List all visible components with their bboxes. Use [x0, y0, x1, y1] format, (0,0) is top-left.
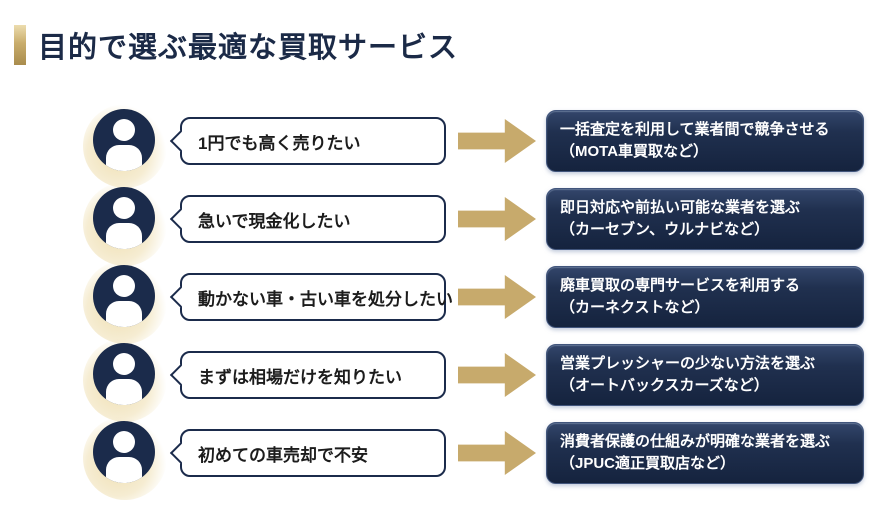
mapping-rows: 1円でも高く売りたい 一括査定を利用して業者間で競争させる （MOTA車買取など…: [83, 104, 864, 500]
solution-box: 消費者保護の仕組みが明確な業者を選ぶ （JPUC適正買取店など）: [546, 422, 864, 484]
need-label: 動かない車・古い車を処分したい: [198, 289, 453, 309]
need-speech-bubble: 初めての車売却で不安: [180, 429, 446, 477]
need-label: まずは相場だけを知りたい: [198, 367, 402, 387]
arrow-right-icon: [458, 197, 536, 241]
mapping-row-3: 動かない車・古い車を処分したい 廃車買取の専門サービスを利用する （カーネクスト…: [83, 260, 864, 344]
user-icon: [93, 421, 155, 483]
need-speech-bubble: 1円でも高く売りたい: [180, 117, 446, 165]
solution-box: 一括査定を利用して業者間で競争させる （MOTA車買取など）: [546, 110, 864, 172]
need-speech-bubble: 動かない車・古い車を処分したい: [180, 273, 453, 321]
avatar: [83, 338, 167, 422]
solution-box: 廃車買取の専門サービスを利用する （カーネクストなど）: [546, 266, 864, 328]
arrow-right-icon: [458, 275, 536, 319]
solution-box: 営業プレッシャーの少ない方法を選ぶ （オートバックスカーズなど）: [546, 344, 864, 406]
need-label: 1円でも高く売りたい: [198, 133, 361, 153]
solution-box: 即日対応や前払い可能な業者を選ぶ （カーセブン、ウルナビなど）: [546, 188, 864, 250]
mapping-row-5: 初めての車売却で不安 消費者保護の仕組みが明確な業者を選ぶ （JPUC適正買取店…: [83, 416, 864, 500]
arrow-right-icon: [458, 431, 536, 475]
title-accent-bar: [14, 25, 26, 65]
avatar: [83, 416, 167, 500]
avatar: [83, 182, 167, 266]
solution-text: 一括査定を利用して業者間で競争させる: [560, 121, 830, 139]
need-label: 初めての車売却で不安: [198, 445, 368, 465]
user-icon: [93, 187, 155, 249]
mapping-row-2: 急いで現金化したい 即日対応や前払い可能な業者を選ぶ （カーセブン、ウルナビなど…: [83, 182, 864, 266]
mapping-row-4: まずは相場だけを知りたい 営業プレッシャーの少ない方法を選ぶ （オートバックスカ…: [83, 338, 864, 422]
arrow-right-icon: [458, 353, 536, 397]
page-header: 目的で選ぶ最適な買取サービス: [14, 24, 458, 66]
page-title: 目的で選ぶ最適な買取サービス: [38, 32, 459, 64]
mapping-row-1: 1円でも高く売りたい 一括査定を利用して業者間で競争させる （MOTA車買取など…: [83, 104, 864, 188]
solution-example: （オートバックスカーズなど）: [560, 377, 769, 394]
solution-text: 営業プレッシャーの少ない方法を選ぶ: [560, 355, 816, 373]
solution-text: 消費者保護の仕組みが明確な業者を選ぶ: [560, 433, 831, 451]
avatar: [83, 260, 167, 344]
solution-example: （カーネクストなど）: [560, 299, 710, 316]
user-icon: [93, 343, 155, 405]
arrow-right-icon: [458, 119, 536, 163]
need-label: 急いで現金化したい: [198, 211, 351, 231]
solution-text: 即日対応や前払い可能な業者を選ぶ: [560, 199, 801, 217]
solution-text: 廃車買取の専門サービスを利用する: [560, 277, 801, 295]
need-speech-bubble: 急いで現金化したい: [180, 195, 446, 243]
user-icon: [93, 265, 155, 327]
solution-example: （カーセブン、ウルナビなど）: [560, 221, 770, 238]
need-speech-bubble: まずは相場だけを知りたい: [180, 351, 446, 399]
solution-example: （MOTA車買取など）: [560, 143, 709, 160]
avatar: [83, 104, 167, 188]
user-icon: [93, 109, 155, 171]
solution-example: （JPUC適正買取店など）: [560, 455, 736, 472]
